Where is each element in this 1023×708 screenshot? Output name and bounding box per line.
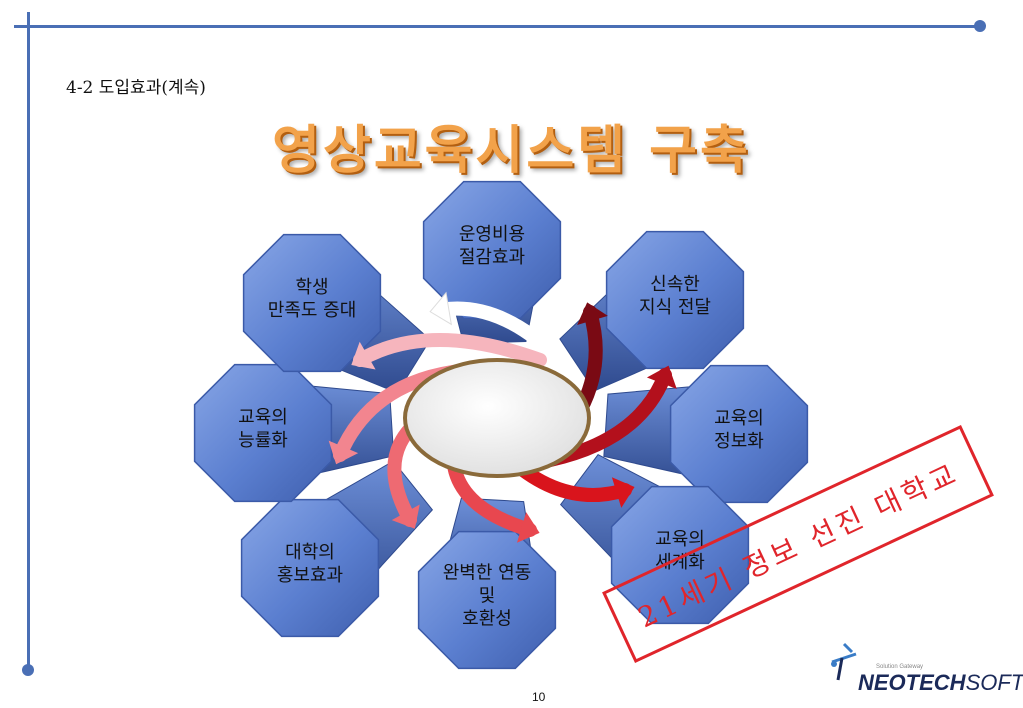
logo-brand-light: SOFT xyxy=(965,670,1023,695)
swirl-arrowhead xyxy=(351,341,376,370)
swirl-arrowhead xyxy=(577,302,608,325)
logo-brand-bold: NEOTECH xyxy=(858,670,966,695)
node-octagon xyxy=(669,364,809,504)
swirl-arrowhead xyxy=(646,365,677,389)
node-label: 대학의 홍보효과 xyxy=(276,542,344,586)
logo-wordmark: NEOTECHSOFT xyxy=(858,670,1023,696)
logo-tagline: Solution Gateway xyxy=(876,664,924,670)
center-ellipse xyxy=(403,358,591,478)
swirl-arrow xyxy=(433,301,567,367)
swirl-arrowhead xyxy=(391,504,420,529)
swirl-arrow xyxy=(353,333,547,367)
node-octagon xyxy=(193,363,333,503)
node-label: 교육의 세계화 xyxy=(655,529,705,573)
swirl-arrowhead xyxy=(611,477,635,508)
node-octagon xyxy=(240,498,380,638)
swirl-arrowhead xyxy=(328,440,359,465)
node-octagon xyxy=(417,530,557,670)
left-rule xyxy=(27,12,30,670)
section-subtitle: 4-2 도입효과(계속) xyxy=(66,78,206,98)
page-number: 10 xyxy=(532,690,546,704)
node-octagon xyxy=(605,230,745,370)
node-octagon xyxy=(242,233,382,373)
node-label: 교육의 정보화 xyxy=(714,408,764,452)
rule-end-dot xyxy=(974,20,986,32)
node-octagon xyxy=(610,485,750,625)
swirl-arrowhead xyxy=(429,291,452,326)
node-label: 교육의 능률화 xyxy=(238,407,288,451)
logo-mark-icon xyxy=(831,642,857,681)
node-label: 완벽한 연동 및 호환성 xyxy=(442,562,532,630)
rule-end-dot xyxy=(22,664,34,676)
node-label: 학생 만족도 증대 xyxy=(267,277,357,321)
node-label: 운영비용 절감효과 xyxy=(458,224,526,268)
top-rule xyxy=(14,25,980,28)
company-logo: Solution Gateway NEOTECHSOFT xyxy=(826,640,1023,700)
slide-title: 영상교육시스템 구축 xyxy=(272,120,751,181)
node-label: 신속한 지식 전달 xyxy=(639,274,711,318)
swirl-arrowhead xyxy=(516,512,540,543)
